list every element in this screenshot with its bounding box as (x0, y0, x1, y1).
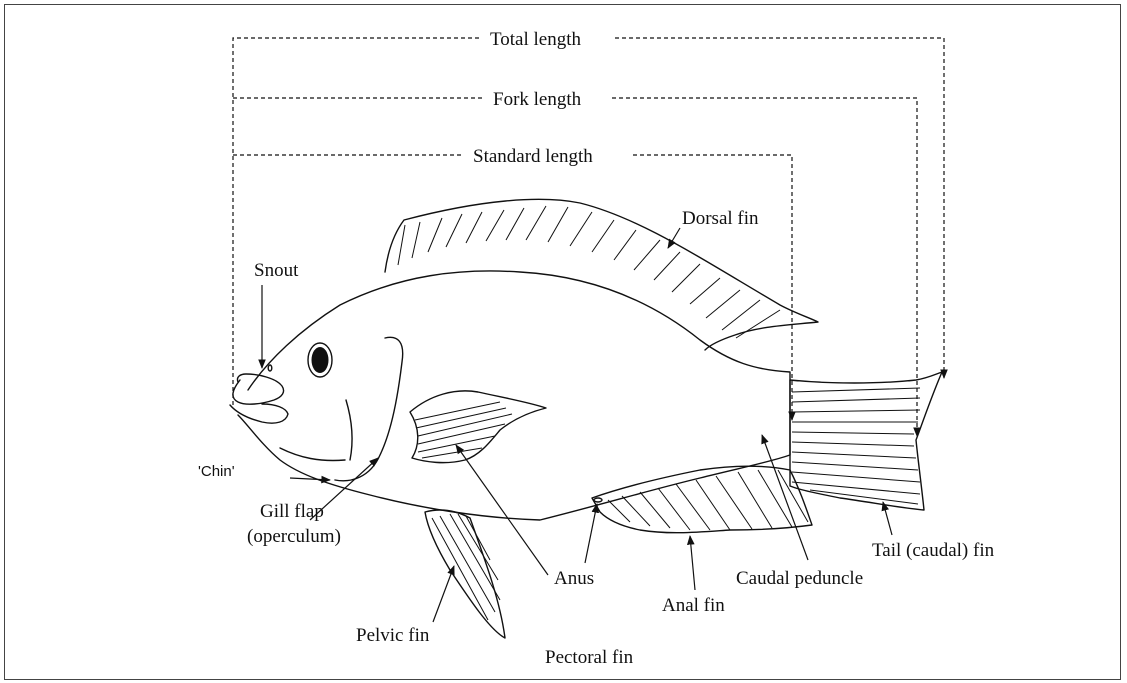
standard-length-bracket (233, 155, 792, 420)
caudal-peduncle-label: Caudal peduncle (736, 568, 863, 589)
operculum-outline (335, 337, 403, 480)
standard-length-label: Standard length (473, 146, 593, 167)
pelvic-leader (433, 566, 454, 622)
pectoral-fin-shape (410, 391, 546, 463)
eye (308, 343, 332, 377)
total-length-bracket (233, 38, 944, 405)
tail-fin-label: Tail (caudal) fin (872, 540, 995, 561)
operculum-label: (operculum) (247, 526, 341, 547)
anal-fin-label: Anal fin (662, 595, 725, 616)
anus-mark (594, 498, 602, 502)
nostril (268, 365, 272, 371)
total-length-label: Total length (490, 29, 582, 50)
chin-label: 'Chin' (198, 463, 235, 480)
anal-leader (690, 536, 695, 590)
anus-label: Anus (554, 568, 594, 589)
pectoral-leader (456, 445, 548, 575)
pelvic-fin-shape (425, 510, 505, 638)
pectoral-fin-rays (415, 402, 512, 458)
snout-label: Snout (254, 260, 299, 281)
preoperculum-line (280, 400, 352, 461)
pelvic-fin-label: Pelvic fin (356, 625, 430, 646)
body-outline (238, 271, 790, 520)
fork-length-label: Fork length (493, 89, 582, 110)
pelvic-fin-rays (432, 514, 500, 620)
gill-flap-label: Gill flap (260, 501, 324, 522)
pectoral-fin-label: Pectoral fin (545, 647, 634, 668)
dorsal-fin-label: Dorsal fin (682, 208, 759, 229)
caudal-fin-rays (792, 388, 920, 504)
leader-lines (262, 228, 892, 622)
tail-leader (883, 502, 892, 535)
peduncle-leader (762, 435, 808, 560)
chin-leader (290, 478, 330, 480)
anus-leader (585, 504, 597, 563)
